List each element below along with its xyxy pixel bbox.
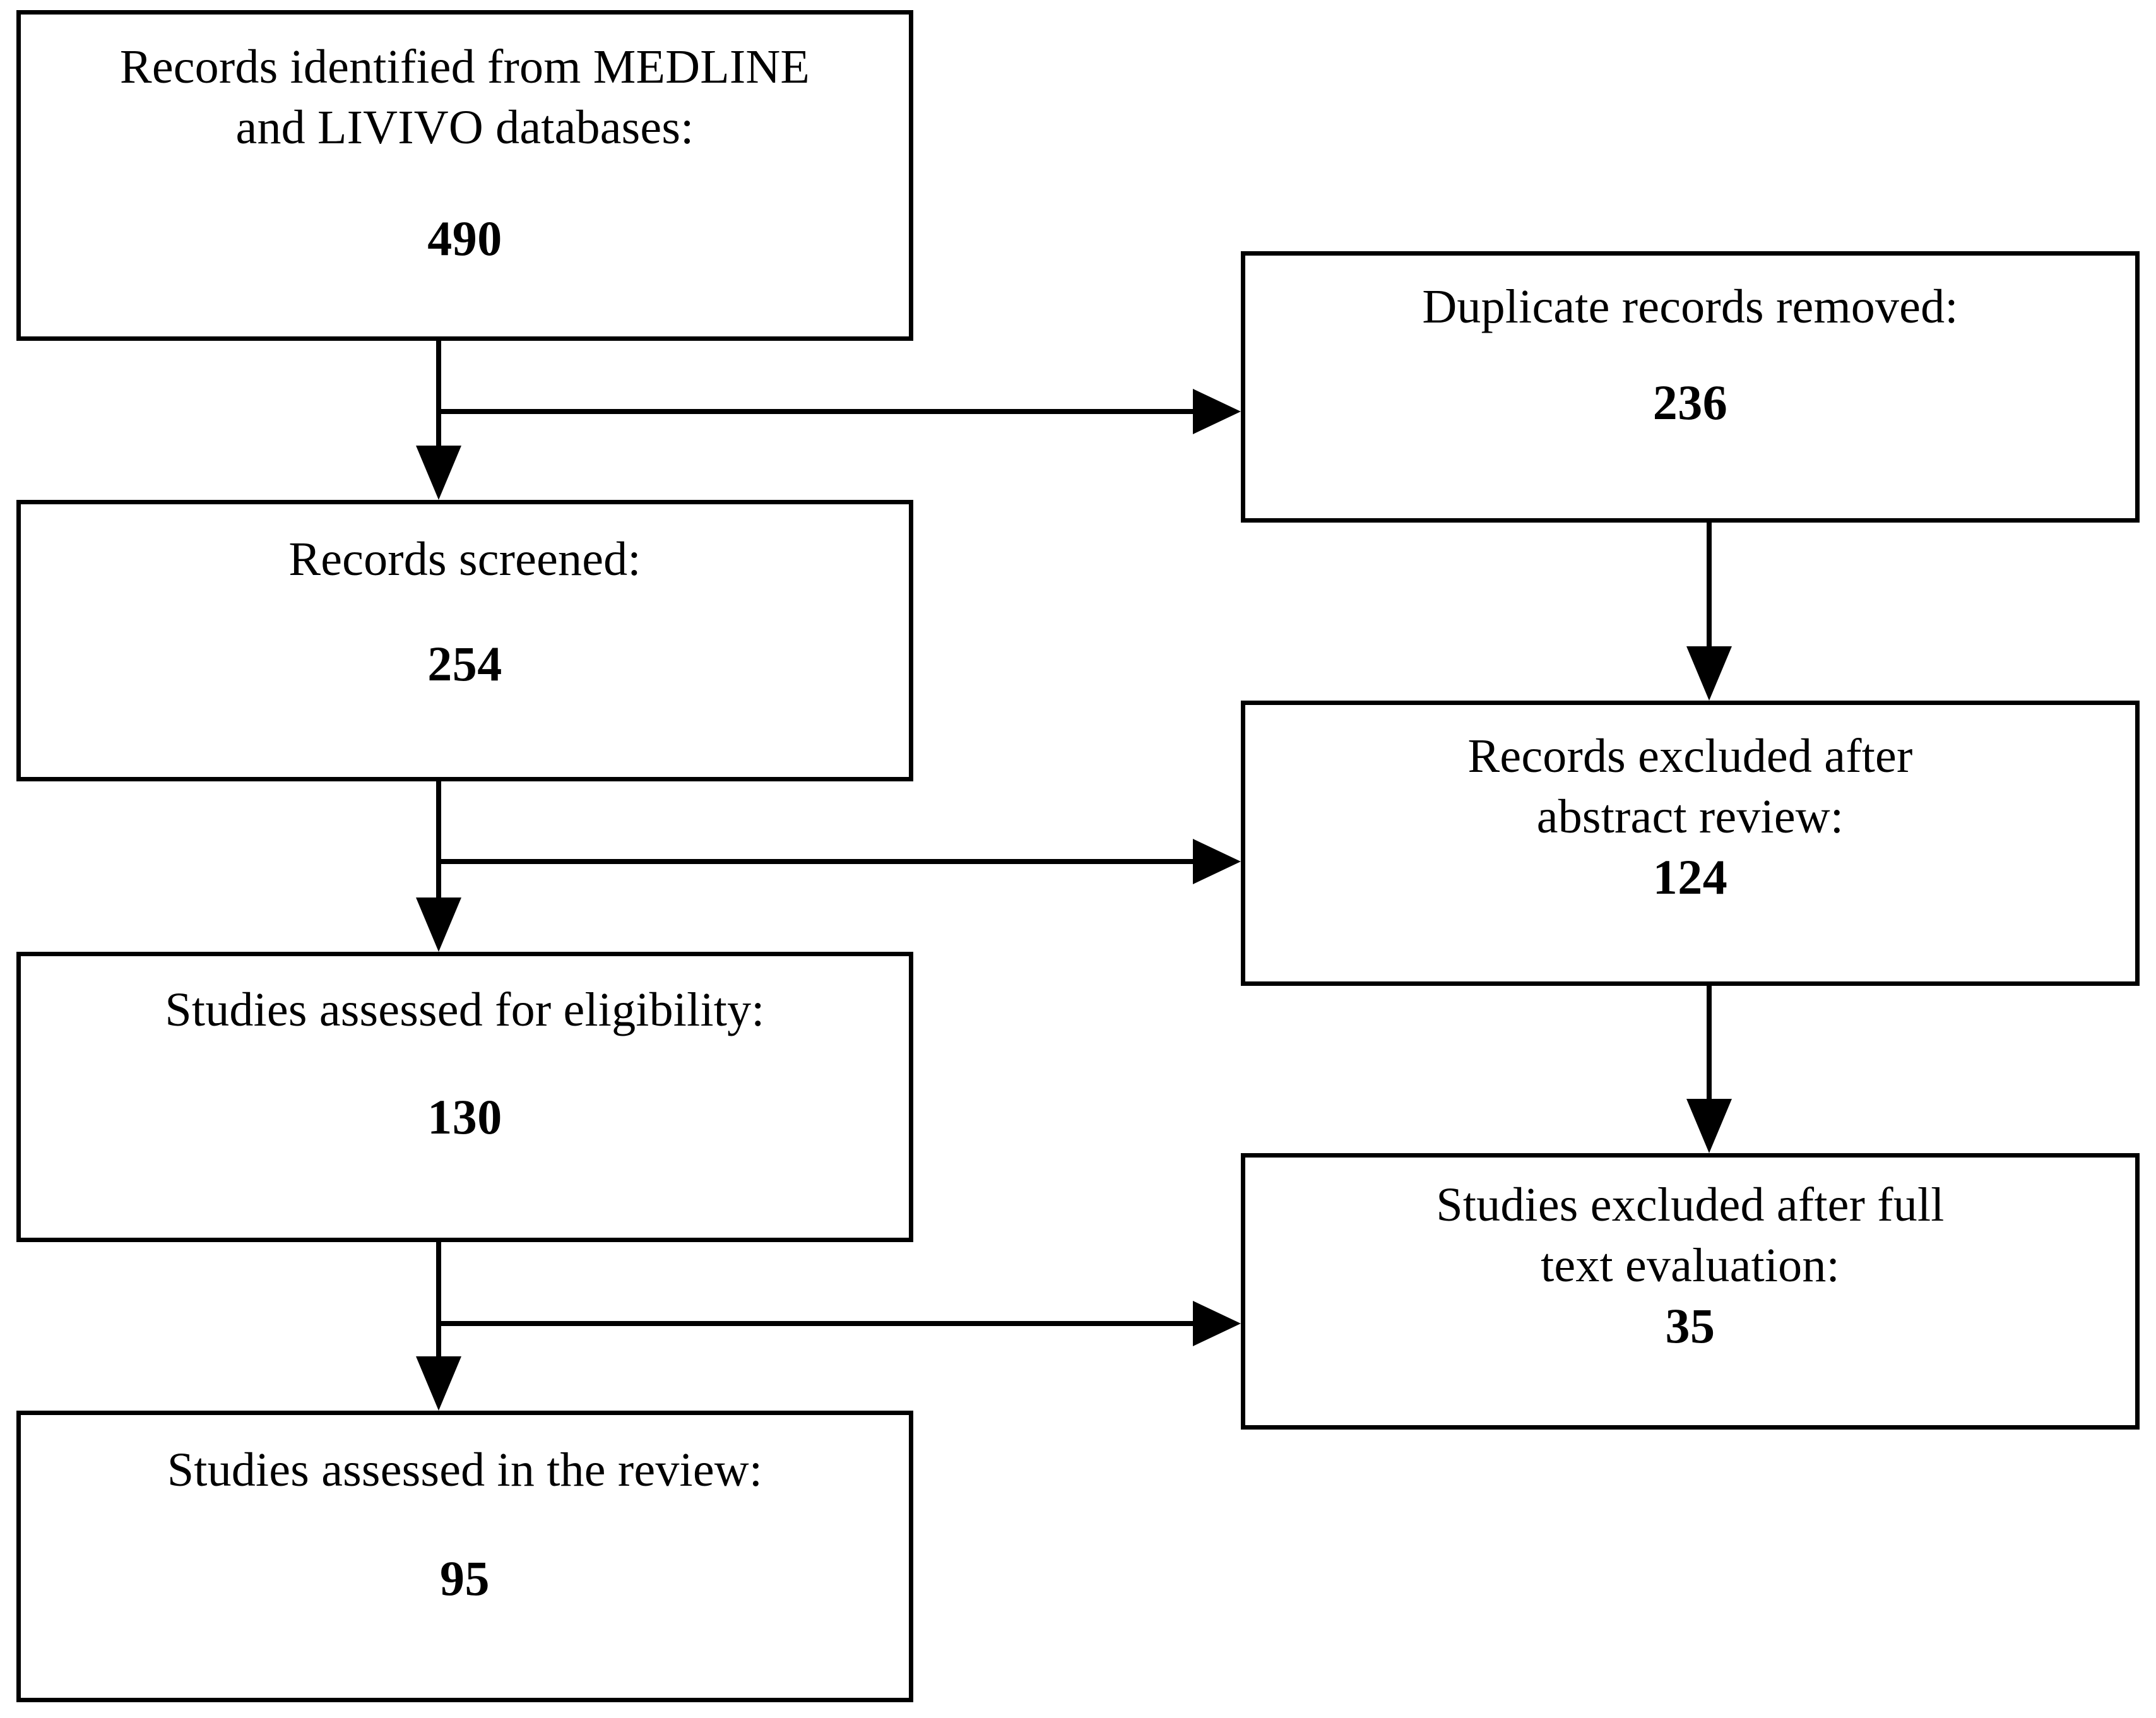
connector-screened-to-eligibility-arrowhead	[416, 898, 461, 952]
node-label: Duplicate records removed:	[1422, 280, 1958, 333]
connector-eligibility-to-excluded-fulltext-line	[436, 1321, 1193, 1326]
connector-screened-to-excluded-abstract-arrowhead	[1193, 839, 1241, 884]
node-label: Studies assessed for eligibility:	[165, 983, 765, 1036]
connector-excluded-abstract-to-excluded-fulltext-line	[1707, 986, 1712, 1099]
node-label: Studies excluded after full text evaluat…	[1436, 1178, 1945, 1292]
connector-duplicates-to-excluded-abstract-line	[1707, 523, 1712, 646]
connector-screened-to-excluded-abstract-line	[436, 859, 1193, 864]
node-studies-excluded-after-full-text-evaluation: Studies excluded after full text evaluat…	[1241, 1153, 2140, 1430]
connector-identified-to-duplicates-line	[436, 409, 1193, 414]
node-count: 130	[427, 1089, 502, 1144]
node-count: 236	[1652, 374, 1728, 430]
connector-eligibility-to-excluded-fulltext-arrowhead	[1193, 1301, 1241, 1346]
node-label: Records identified from MEDLINE and LIVI…	[119, 40, 810, 154]
node-count: 124	[1652, 849, 1728, 904]
node-count: 490	[427, 210, 502, 266]
connector-identified-to-screened-line	[436, 341, 441, 446]
connector-excluded-abstract-to-excluded-fulltext-arrowhead	[1686, 1099, 1732, 1153]
node-records-identified: Records identified from MEDLINE and LIVI…	[16, 10, 913, 341]
node-duplicate-records-removed: Duplicate records removed: 236	[1241, 251, 2140, 523]
connector-identified-to-duplicates-arrowhead	[1193, 389, 1241, 434]
node-studies-assessed-for-eligibility: Studies assessed for eligibility: 130	[16, 952, 913, 1242]
node-studies-assessed-in-the-review: Studies assessed in the review: 95	[16, 1411, 913, 1702]
connector-eligibility-to-included-arrowhead	[416, 1356, 461, 1411]
connector-identified-to-screened-arrowhead	[416, 446, 461, 500]
node-label: Records excluded after abstract review:	[1467, 730, 1913, 843]
node-label: Records screened:	[288, 533, 641, 586]
node-label: Studies assessed in the review:	[167, 1443, 763, 1496]
connector-duplicates-to-excluded-abstract-arrowhead	[1686, 646, 1732, 701]
node-count: 95	[440, 1550, 490, 1606]
node-count: 35	[1665, 1298, 1715, 1353]
node-records-excluded-after-abstract-review: Records excluded after abstract review: …	[1241, 701, 2140, 986]
connector-screened-to-eligibility-line	[436, 781, 441, 898]
connector-eligibility-to-included-line	[436, 1242, 441, 1356]
node-count: 254	[427, 636, 502, 691]
node-records-screened: Records screened: 254	[16, 500, 913, 781]
